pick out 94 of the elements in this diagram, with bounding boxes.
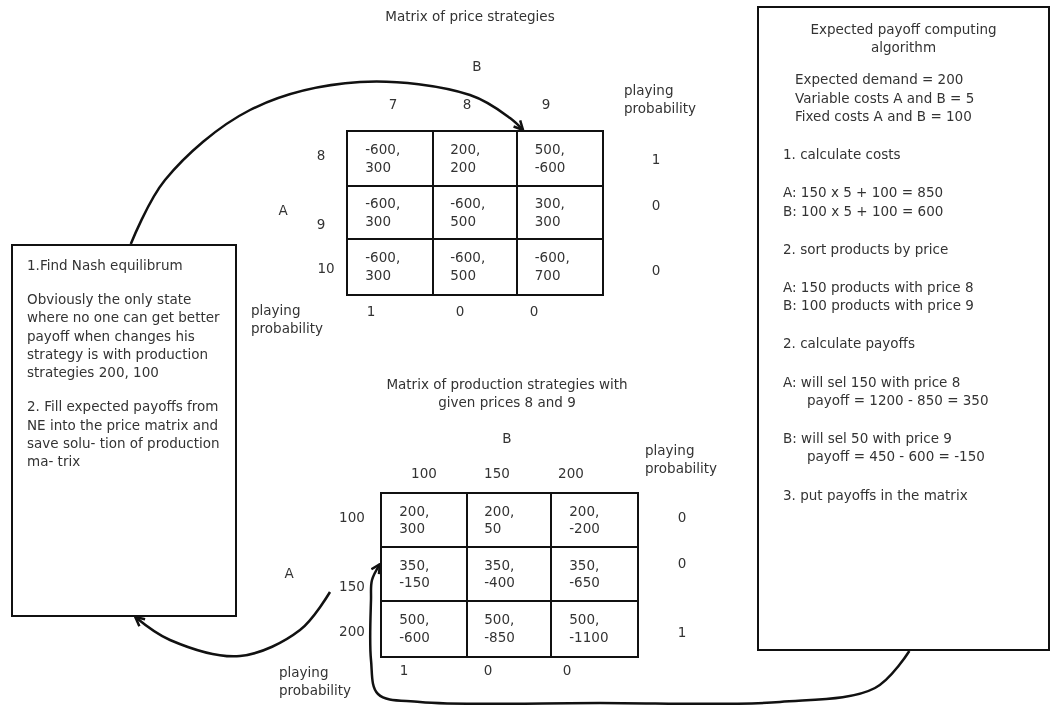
box-text: Variable costs A and B = 5: [795, 88, 976, 107]
box-text: 2. Fill expected payoffs from NE into the price matrix and save solu- tion of production ma- trix: [27, 397, 221, 471]
payoff-pair: 350, -400: [484, 556, 516, 592]
box-text: A: 150 products with price 8: [783, 277, 975, 297]
box-text: Obviously the only state where no one can get better payoff when changes his strategy is with production strategies 200, 100: [27, 290, 221, 382]
header-label: 150: [484, 465, 510, 483]
header-label: 0: [677, 509, 687, 527]
payoff-pair: 200, 200: [450, 141, 482, 177]
box-text: B: will sel 50 with price 9: [783, 429, 953, 448]
box-text: payoff = 450 - 600 = -150: [807, 447, 986, 466]
matrix-cell: [346, 185, 435, 241]
header-label: A: [278, 202, 288, 220]
payoff-pair: 500, -1100: [569, 611, 610, 647]
header-label: 0: [651, 197, 661, 215]
header-label: 9: [541, 96, 551, 114]
header-label: 1: [366, 303, 376, 321]
header-label: 200: [339, 623, 365, 641]
header-label: 0: [483, 662, 493, 680]
header-label: 0: [529, 303, 539, 321]
header-label: 200: [558, 465, 584, 483]
header-label: 7: [388, 96, 398, 114]
header-label: 0: [562, 662, 572, 680]
payoff-pair: 200, 300: [399, 502, 431, 538]
box-text: A: 150 x 5 + 100 = 850: [783, 183, 945, 202]
header-label: A: [284, 565, 294, 583]
header-label: 0: [651, 262, 661, 280]
header-label: 9: [316, 216, 326, 234]
curved-arrow: [368, 562, 911, 706]
box-text: payoff = 1200 - 850 = 350: [807, 390, 990, 410]
matrix-cell: [432, 185, 519, 241]
box-text: B: 100 x 5 + 100 = 600: [783, 201, 945, 220]
header-label: 1: [677, 624, 687, 642]
header-label: 150: [339, 578, 365, 596]
matrix-cell: [550, 600, 639, 658]
curved-arrow: [129, 80, 525, 245]
curved-arrow: [134, 591, 332, 658]
payoff-pair: 500, -600: [534, 141, 567, 177]
payoff-pair: -600, 300: [365, 249, 402, 285]
box-heading: Expected payoff computing algorithm: [809, 20, 998, 57]
payoff-pair: -600, 300: [365, 141, 402, 177]
matrix-cell: [516, 130, 604, 188]
matrix-cell: [346, 130, 435, 188]
box-text: B: 100 products with price 9: [783, 296, 975, 315]
header-label: 1: [399, 662, 409, 680]
box-heading: 1.Find Nash equilibrum: [27, 256, 184, 275]
axis-note: playing probability: [251, 302, 325, 338]
payoff-pair: 350, -150: [399, 556, 431, 592]
payoff-pair: 500, -600: [399, 611, 431, 647]
box-text: Fixed costs A and B = 100: [795, 106, 973, 126]
matrix-cell: [346, 238, 435, 296]
payoff-pair: 350, -650: [569, 556, 601, 592]
header-label: 10: [317, 260, 335, 278]
box-text: A: will sel 150 with price 8: [783, 372, 962, 391]
payoff-pair: -600, 500: [450, 249, 487, 285]
payoff-pair: -600, 500: [450, 195, 487, 231]
header-label: B: [472, 58, 482, 76]
matrix-cell: [466, 600, 553, 658]
axis-note: playing probability: [279, 664, 353, 700]
header-label: B: [502, 430, 512, 448]
axis-note: playing probability: [624, 82, 698, 118]
axis-note: playing probability: [645, 442, 719, 478]
box-text: Expected demand = 200: [795, 70, 965, 89]
payoff-pair: 200, 50: [484, 502, 516, 538]
matrix-cell: [380, 492, 469, 549]
box-text: 1. calculate costs: [783, 145, 902, 164]
box-text: 2. calculate payoffs: [783, 334, 916, 353]
matrix-cell: [432, 238, 519, 296]
text-box: [757, 6, 1050, 651]
payoff-pair: -600, 300: [365, 195, 402, 231]
matrix-cell: [466, 492, 553, 549]
matrix-cell: [516, 185, 604, 241]
payoff-pair: 300, 300: [534, 195, 566, 231]
matrix-cell: [432, 130, 519, 188]
header-label: 100: [339, 509, 365, 527]
matrix-title: Matrix of price strategies: [385, 8, 555, 26]
header-label: 8: [316, 147, 326, 165]
matrix-cell: [380, 600, 469, 658]
payoff-pair: -600, 700: [534, 249, 571, 285]
matrix-cell: [380, 546, 469, 603]
payoff-pair: 200, -200: [569, 502, 601, 538]
header-label: 0: [455, 303, 465, 321]
header-label: 1: [651, 151, 661, 169]
box-text: 2. sort products by price: [783, 239, 950, 258]
header-label: 8: [462, 96, 472, 114]
header-label: 0: [677, 555, 687, 573]
matrix-cell: [550, 546, 639, 603]
matrix-cell: [516, 238, 604, 296]
header-label: 100: [411, 465, 437, 483]
matrix-title: Matrix of production strategies with given prices 8 and 9: [385, 376, 629, 412]
matrix-cell: [550, 492, 639, 549]
text-box: [11, 244, 237, 617]
payoff-pair: 500, -850: [484, 611, 516, 647]
matrix-cell: [466, 546, 553, 603]
box-text: 3. put payoffs in the matrix: [783, 485, 969, 504]
